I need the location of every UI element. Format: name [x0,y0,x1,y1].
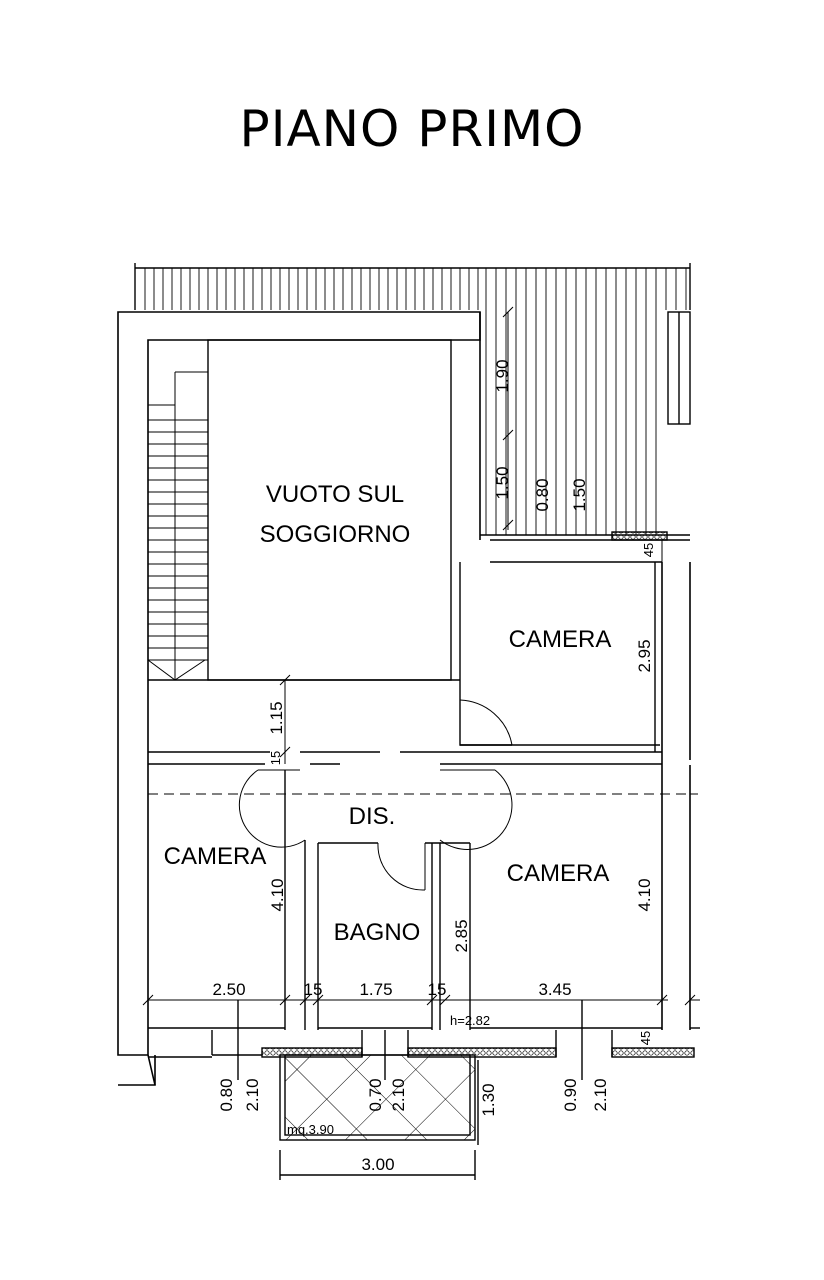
roof-strip [134,263,691,310]
dim-win-e-height: 2.10 [591,1078,610,1111]
terrace [279,1054,479,1180]
height-note: h=2.82 [450,1013,490,1028]
outer-walls [117,311,691,1086]
dim-terrace-depth: 1.30 [479,1083,498,1116]
void-label-1: VUOTO SUL [266,481,404,508]
dim-width-camera-w: 2.50 [212,980,245,999]
dim-width-bagno: 1.75 [359,980,392,999]
camera-w-label: CAMERA [164,843,267,870]
dim-balcony-4: 1.50 [570,478,589,511]
vertical-dimensions [279,306,663,764]
dim-corridor: 1.15 [267,701,286,734]
door-swings [238,769,513,891]
dim-bagno-depth: 2.85 [452,919,471,952]
dim-balcony-3: 0.80 [533,478,552,511]
dim-win-w-width: 0.80 [217,1078,236,1111]
dis-label: DIS. [349,803,396,830]
camera-e-label: CAMERA [507,860,610,887]
dim-balcony-1: 1.90 [493,359,512,392]
camera-ne-walls [148,562,660,752]
dim-camera-ne-depth: 2.95 [635,639,654,672]
void-outline [207,339,452,681]
terrace-area: mq.3.90 [287,1122,334,1137]
dim-win-c-height: 2.10 [389,1078,408,1111]
bagno-label: BAGNO [334,919,421,946]
dim-wall-corridor: 15 [268,751,283,765]
dim-wall-ne: 45 [641,543,656,557]
dim-wall-2: 15 [428,980,447,999]
dim-width-camera-e: 3.45 [538,980,571,999]
inner-walls [148,770,700,1030]
dim-wall-1: 15 [304,980,323,999]
void-label-2: SOGGIORNO [260,521,411,548]
dim-terrace-width: 3.00 [361,1155,394,1174]
dim-camera-e-depth: 4.10 [635,878,654,911]
camera-ne-label: CAMERA [509,626,612,653]
dim-win-e-width: 0.90 [561,1078,580,1111]
page-title: PIANO PRIMO [239,100,585,158]
dim-win-c-width: 0.70 [366,1078,385,1111]
staircase [147,339,209,681]
dim-camera-w-depth: 4.10 [268,878,287,911]
dim-win-w-height: 2.10 [243,1078,262,1111]
corridor-walls [148,751,700,795]
dim-wall-se: 45 [638,1031,653,1045]
dim-balcony-2: 1.50 [493,466,512,499]
